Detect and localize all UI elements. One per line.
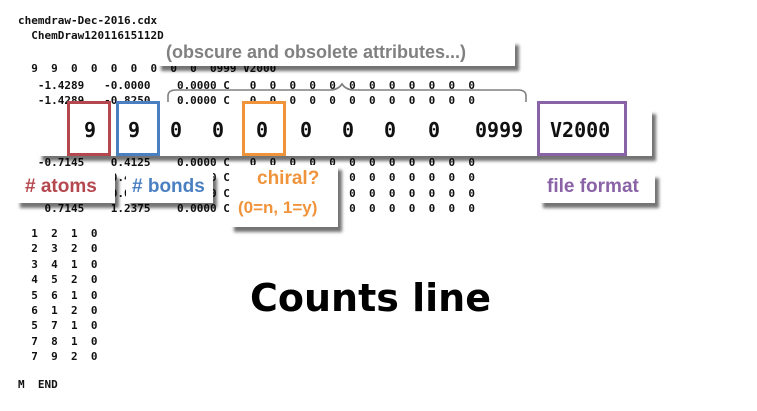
atoms-count-value: 9 <box>84 118 97 142</box>
diagram-title: Counts line <box>250 276 491 320</box>
atom-line: -1.4289 -0.8250 0.0000 C 0 0 0 0 0 0 0 0… <box>18 94 475 108</box>
chiral-highlight-box <box>242 101 286 156</box>
counts-field-4: 0 <box>212 118 225 142</box>
counts-field-10: 0999 <box>475 118 524 142</box>
bond-line: 5 6 1 0 <box>18 288 98 302</box>
format-label: file format <box>547 176 639 197</box>
atom-line: -0.7145 0.4125 0.0000 C 0 0 0 0 0 0 0 0 … <box>18 156 475 169</box>
format-label-panel <box>539 173 655 203</box>
obscure-attributes-label: (obscure and obsolete attributes...) <box>166 42 467 62</box>
bond-line: 4 5 2 0 <box>18 273 98 287</box>
header-program: ChemDraw12011615112D <box>18 29 164 42</box>
bond-line: 5 7 1 0 <box>18 319 98 333</box>
atoms-highlight-box <box>67 101 111 156</box>
atom-line: -1.4289 -0.0000 0.0000 C 0 0 0 0 0 0 0 0… <box>18 79 475 92</box>
counts-field-6: 0 <box>300 118 313 142</box>
version-value: V2000 <box>550 118 611 142</box>
bond-line: 6 1 2 0 <box>18 304 98 317</box>
bonds-label-panel <box>126 173 213 203</box>
bonds-count-value: 9 <box>128 118 141 142</box>
bond-line: 3 4 1 0 <box>18 257 98 271</box>
format-highlight-box <box>537 101 627 156</box>
bond-line: 2 3 2 0 <box>18 242 98 256</box>
bonds-highlight-box <box>116 101 160 156</box>
atoms-label-panel <box>16 173 115 203</box>
bond-line: 7 8 1 0 <box>18 334 98 348</box>
atoms-label: # atoms <box>25 176 97 197</box>
counts-field-7: 0 <box>342 118 355 142</box>
counts-field-8: 0 <box>384 118 397 142</box>
counts-line-panel <box>38 109 652 156</box>
bond-line: 1 2 1 0 <box>18 227 98 240</box>
chiral-values-label: (0=n, 1=y) <box>238 198 318 217</box>
counts-field-9: 0 <box>428 118 441 142</box>
chiral-flag-value: 0 <box>256 118 269 142</box>
chiral-label-panel <box>230 165 338 227</box>
bond-line: 7 9 2 0 <box>18 350 98 364</box>
bonds-label: # bonds <box>132 176 205 197</box>
counts-field-3: 0 <box>170 118 183 142</box>
header-filename: chemdraw-Dec-2016.cdx <box>18 14 158 27</box>
obscure-note-panel <box>157 40 515 66</box>
end-line: M END <box>18 378 58 391</box>
chiral-label: chiral? <box>257 168 320 189</box>
